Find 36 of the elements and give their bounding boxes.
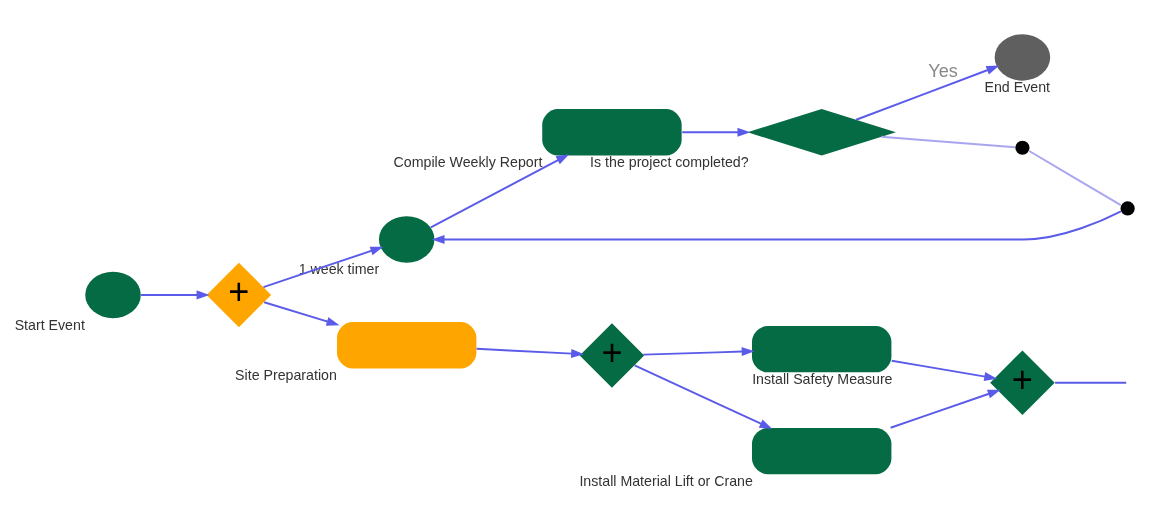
connector (1028, 149, 1122, 206)
node-label: Install Safety Measure (752, 370, 893, 387)
arrow (475, 347, 585, 358)
connector (1054, 381, 1128, 384)
arrow (681, 127, 751, 137)
arrow (890, 359, 998, 381)
arrow (431, 209, 1122, 244)
arrow (633, 363, 773, 429)
node-box (752, 325, 892, 372)
edge-label: Yes (928, 60, 958, 81)
arrow (855, 65, 1000, 121)
arrow (889, 389, 1001, 429)
node-box (337, 321, 477, 368)
node-diamond: + (206, 262, 272, 327)
node-diamond (747, 108, 896, 155)
node-circle (1120, 200, 1135, 216)
arrow (642, 346, 755, 356)
node-label: Is the project completed? (590, 153, 749, 170)
node-ellipse (85, 271, 141, 318)
arrow (429, 153, 570, 228)
node-diamond: + (990, 349, 1055, 415)
node-diamond: + (579, 322, 645, 388)
node-box (752, 427, 892, 474)
arrow (140, 289, 210, 299)
node-ellipse (378, 215, 435, 263)
connector (880, 135, 1016, 148)
node-label: End Event (984, 78, 1050, 95)
arrow (263, 300, 340, 326)
node-label: Start Event (14, 316, 85, 333)
node-box (542, 108, 682, 155)
node-circle (1015, 140, 1030, 155)
node-label: Compile Weekly Report (393, 153, 543, 170)
arrow (262, 246, 384, 288)
node-ellipse (994, 33, 1051, 81)
node-label: Site Preparation (235, 366, 337, 383)
node-label: Install Material Lift or Crane (579, 472, 753, 489)
